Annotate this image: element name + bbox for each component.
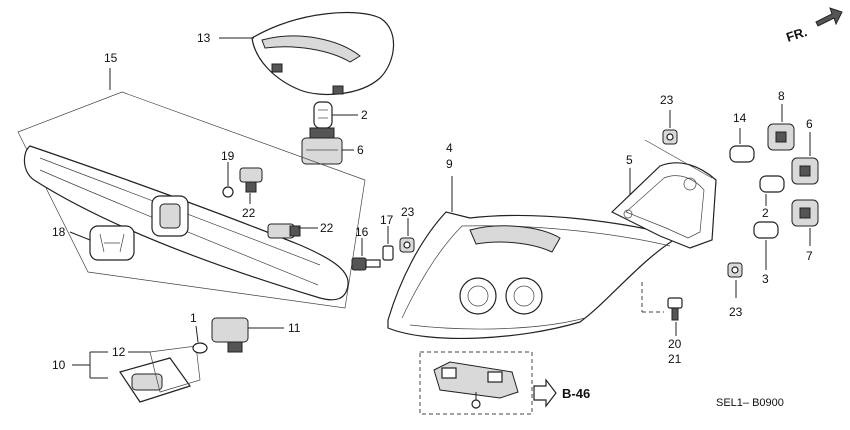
callout-18: 18	[52, 225, 66, 239]
tail-light-assembly	[387, 211, 682, 340]
grommet-19	[222, 186, 234, 198]
callout-16: 16	[355, 225, 369, 239]
clip-22-upper	[239, 167, 263, 193]
direction-label: FR.	[784, 24, 809, 45]
reference-arrow	[533, 378, 557, 408]
callout-13: 13	[197, 31, 211, 45]
reference-box	[419, 351, 557, 415]
socket-upper	[301, 127, 343, 165]
callout-17: 17	[380, 213, 394, 227]
callout-8: 8	[778, 89, 785, 103]
callout-2-upper: 2	[361, 108, 368, 122]
callout-1: 1	[190, 311, 197, 325]
socket-7	[791, 199, 819, 227]
callout-22-lower: 22	[320, 221, 334, 235]
license-light-lens	[119, 357, 191, 403]
nut-23-lower	[727, 262, 743, 278]
front-direction-arrow	[815, 7, 843, 27]
license-light-gasket	[149, 345, 201, 393]
callout-21: 21	[668, 352, 682, 366]
callout-20: 20	[668, 337, 682, 351]
clip-20-21	[667, 297, 683, 321]
socket-11	[211, 317, 249, 353]
callout-15: 15	[104, 51, 118, 65]
callout-7: 7	[806, 249, 813, 263]
callout-3: 3	[762, 272, 769, 286]
socket-8	[767, 123, 795, 151]
bulb-3	[753, 221, 779, 239]
nut-23-middle	[399, 237, 415, 253]
callout-23-middle: 23	[401, 205, 415, 219]
callout-14: 14	[733, 111, 747, 125]
high-mount-stop-light	[251, 11, 395, 96]
callout-6-right: 6	[806, 117, 813, 131]
bulb-1	[192, 342, 208, 354]
bolt-16	[351, 257, 381, 271]
callout-23-top: 23	[660, 93, 674, 107]
bulb-2-right	[759, 175, 785, 193]
callout-5: 5	[626, 153, 633, 167]
callout-9: 9	[446, 157, 453, 171]
gasket-5	[610, 162, 717, 249]
callout-11: 11	[288, 321, 301, 335]
honda-emblem	[89, 225, 135, 261]
reference-label: B-46	[562, 386, 590, 401]
socket-6-right	[791, 157, 819, 185]
callout-22-upper: 22	[242, 206, 256, 220]
callout-10: 10	[52, 358, 66, 372]
nut-23-top	[662, 129, 678, 145]
bulb-14	[729, 145, 755, 163]
callout-12: 12	[112, 345, 126, 359]
callout-labels: 13 15 2 6 19 22 22 18 16 17 23 4 9 5 23 …	[52, 31, 813, 372]
callout-23-lower: 23	[729, 305, 743, 319]
bulb-upper	[313, 101, 333, 129]
garnish-assembly	[17, 91, 366, 309]
washer-17	[382, 245, 394, 261]
callout-4: 4	[446, 141, 453, 155]
callout-2-right: 2	[762, 206, 769, 220]
diagram-code: SEL1– B0900	[716, 397, 784, 409]
callout-19: 19	[221, 149, 235, 163]
callout-6-upper: 6	[357, 143, 364, 157]
clip-22-lower	[267, 223, 301, 239]
